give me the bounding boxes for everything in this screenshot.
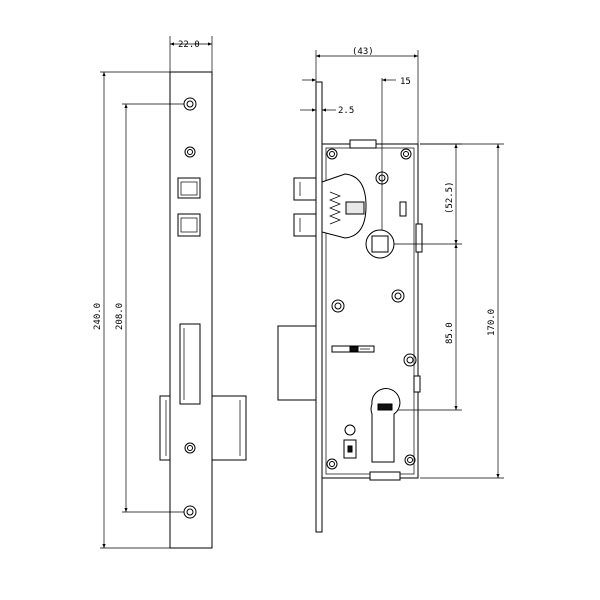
case-screw-mid — [391, 289, 405, 303]
label-faceplate-thickness: 2.5 — [338, 106, 354, 116]
deadbolt-slot — [179, 323, 201, 405]
label-case-depth: (43) — [352, 47, 374, 57]
label-backset-15: 15 — [400, 77, 411, 87]
label-case-height: 170.0 — [487, 309, 497, 336]
deadbolt — [277, 325, 317, 401]
faceplate-screw-lower — [184, 442, 196, 454]
case-screw-mid-left — [331, 299, 345, 313]
spindle-follower — [365, 223, 423, 259]
dimension-faceplate-width: 22.0 — [169, 36, 213, 72]
faceplate-edge — [315, 81, 323, 533]
case-screw-top-right — [400, 148, 412, 160]
cylinder-cutout — [370, 388, 401, 463]
cam-latch — [343, 424, 357, 459]
faceplate-front-view: 22.0 240.0 208.0 — [93, 36, 247, 549]
case-screw-top-left — [326, 148, 338, 160]
label-centre-distance: 85.0 — [445, 322, 455, 344]
dimension-screw-spacing: 208.0 — [115, 103, 184, 513]
latch-slot-upper — [177, 177, 201, 199]
dimension-faceplate-thickness: 2.5 — [300, 98, 354, 116]
latch-slot-lower — [177, 213, 201, 237]
dimension-backset-15: 15 — [302, 77, 411, 230]
small-slot — [399, 201, 407, 217]
label-faceplate-width: 22.0 — [178, 40, 200, 50]
dimension-case-height: 170.0 — [420, 143, 504, 479]
dimension-centre-distance: 85.0 — [398, 244, 462, 411]
label-total-height: 240.0 — [93, 303, 103, 330]
dimension-case-depth: (43) — [315, 47, 419, 144]
label-screw-spacing: 208.0 — [115, 303, 125, 330]
dimension-total-height: 240.0 — [93, 71, 170, 549]
latch-bolt — [293, 177, 317, 237]
lock-body-side-view: (43) 15 2.5 (52.5) 85.0 — [277, 47, 504, 533]
case-screw-bottom-left — [326, 458, 338, 470]
case-screw-lower-right — [403, 353, 417, 367]
label-52-5: (52.5) — [445, 181, 455, 214]
faceplate-screw-upper — [184, 146, 196, 158]
case-screw-bottom-right — [404, 454, 416, 466]
faceplate — [169, 71, 213, 549]
horizontal-lever — [331, 345, 375, 353]
